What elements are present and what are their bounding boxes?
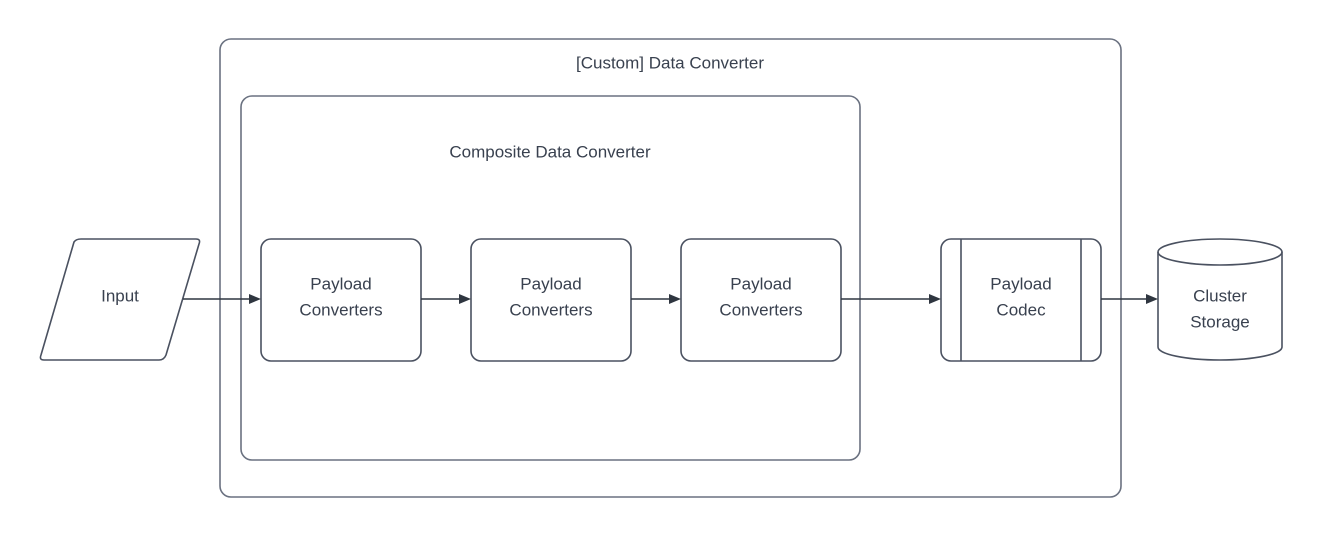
cluster-storage-cylinder-top [1157,251,1283,266]
cluster-storage-cylinder-body [1157,238,1283,361]
arrowhead-pc1-pc2 [459,294,471,304]
node-payload-converters-1[interactable]: Payload Converters [260,238,422,362]
payload-codec-label-line2: Codec [996,300,1046,319]
payload-codec-label-line1: Payload [990,274,1051,293]
input-label: Input [101,286,139,305]
composite-data-converter-boundary [240,95,861,461]
arrowhead-input-pc1 [249,294,261,304]
custom-data-converter-label: [Custom] Data Converter [576,53,764,72]
payload-converters-1-label-line1: Payload [310,274,371,293]
edge-payload-converters-3-to-codec [841,294,941,304]
payload-converters-3-label-line2: Converters [719,300,802,319]
node-cluster-storage[interactable]: Cluster Storage [1157,238,1283,361]
node-payload-converters-3[interactable]: Payload Converters [680,238,842,362]
arrowhead-pc2-pc3 [669,294,681,304]
payload-converters-1-label-line2: Converters [299,300,382,319]
edge-payload-converters-1-to-2 [421,294,471,304]
payload-converters-3-label-line1: Payload [730,274,791,293]
edge-codec-to-cluster-storage [1101,294,1158,304]
container-composite-data-converter[interactable]: Composite Data Converter [240,95,861,461]
payload-converters-3-box [680,238,842,362]
edge-payload-converters-2-to-3 [631,294,681,304]
payload-converters-2-label-line1: Payload [520,274,581,293]
edge-input-to-payload-converters-1 [183,294,261,304]
node-input[interactable]: Input [39,238,201,361]
node-payload-codec[interactable]: Payload Codec [940,238,1102,362]
payload-converters-2-box [470,238,632,362]
node-payload-converters-2[interactable]: Payload Converters [470,238,632,362]
arrowhead-codec-storage [1146,294,1158,304]
cluster-storage-label-line2: Storage [1190,312,1250,331]
container-custom-data-converter[interactable]: [Custom] Data Converter [219,38,1122,498]
payload-converters-1-box [260,238,422,362]
custom-data-converter-boundary [219,38,1122,498]
arrowhead-pc3-codec [929,294,941,304]
composite-data-converter-label: Composite Data Converter [449,142,651,161]
input-parallelogram [39,238,201,361]
payload-converters-2-label-line2: Converters [509,300,592,319]
payload-codec-box [940,238,1102,362]
cluster-storage-label-line1: Cluster [1193,286,1247,305]
